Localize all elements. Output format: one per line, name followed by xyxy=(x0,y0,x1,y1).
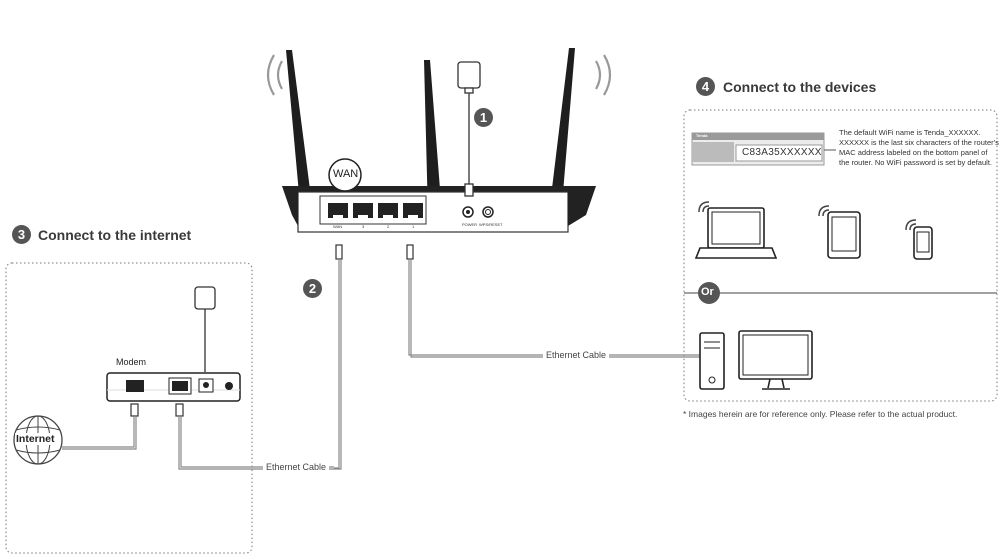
or-divider-label: Or xyxy=(701,286,714,298)
port-label-3: 3 xyxy=(362,224,365,229)
phone-wifi-icon xyxy=(905,219,917,231)
modem-label: Modem xyxy=(116,357,147,367)
step-4-title: Connect to the devices xyxy=(723,79,877,95)
wps-reset-label: WPS/RESET xyxy=(479,222,503,227)
wan-callout-label: WAN xyxy=(333,168,359,180)
router-label-sticker xyxy=(691,132,836,166)
internet-label: Internet xyxy=(15,433,56,445)
sticker-brand: Tenda xyxy=(696,133,708,138)
step-4-badge: 4 xyxy=(696,77,715,96)
port-label-wan: WAN xyxy=(333,224,343,229)
router-antennas xyxy=(286,48,575,215)
desktop-tower-icon xyxy=(699,332,725,390)
tablet-icon xyxy=(827,211,861,259)
router-lan-ports xyxy=(328,203,423,218)
tablet-wifi-icon xyxy=(818,205,830,217)
router-cables xyxy=(334,244,700,470)
modem-ethernet-cable-label: Ethernet Cable xyxy=(263,462,330,472)
wifi-wave-icon xyxy=(266,54,612,96)
modem-cables xyxy=(62,403,336,470)
laptop-icon xyxy=(694,207,778,259)
step-2-badge: 2 xyxy=(303,279,322,298)
port-label-1: 1 xyxy=(412,224,415,229)
modem xyxy=(106,372,241,402)
phone-icon xyxy=(913,226,933,260)
laptop-wifi-icon xyxy=(698,201,710,213)
sticker-ssid: C83A35XXXXXX xyxy=(742,147,822,158)
port-label-2: 2 xyxy=(387,224,390,229)
power-port-label: POWER xyxy=(462,222,478,227)
monitor-icon xyxy=(738,330,813,390)
devices-region xyxy=(683,109,998,402)
wifi-default-info: The default WiFi name is Tenda_XXXXXX. X… xyxy=(839,128,999,167)
or-divider xyxy=(684,282,997,304)
reference-footnote: * Images herein are for reference only. … xyxy=(683,409,958,419)
router xyxy=(282,186,596,233)
power-adapter-icon xyxy=(457,61,481,197)
step-3-badge: 3 xyxy=(12,225,31,244)
pc-ethernet-cable-label: Ethernet Cable xyxy=(543,350,610,360)
modem-power-adapter xyxy=(194,286,216,372)
step-3-title: Connect to the internet xyxy=(38,227,192,243)
wan-callout xyxy=(328,158,362,193)
internet-region xyxy=(5,262,253,554)
step-1-badge: 1 xyxy=(474,108,493,127)
